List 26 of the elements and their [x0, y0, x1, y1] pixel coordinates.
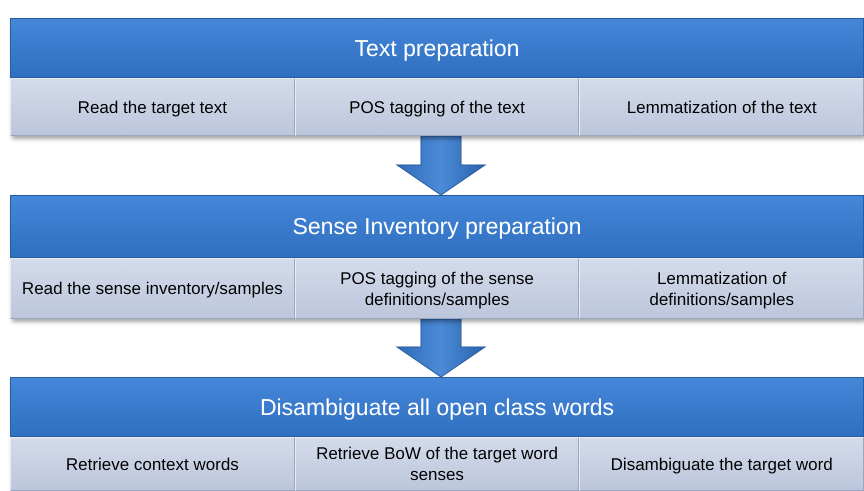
block-arrow — [395, 318, 487, 378]
step-box — [294, 258, 580, 319]
step-text: Retrieve context words — [66, 454, 239, 474]
step-text: Read the target text — [78, 96, 227, 118]
step-box — [579, 78, 864, 136]
stage-panel — [10, 18, 864, 136]
stage-panel — [10, 377, 864, 491]
step-box — [294, 437, 580, 491]
stage-panel — [10, 195, 864, 319]
step-text: Read the sense inventory/samples — [22, 278, 283, 299]
step-text: Lemmatization of definitions/samples — [648, 268, 795, 310]
stage-title: Text preparation — [354, 34, 520, 63]
step-box — [10, 78, 295, 136]
step-box — [10, 437, 295, 491]
step-text: Disambiguate the target word — [610, 454, 833, 474]
step-box — [579, 437, 864, 491]
block-arrow — [395, 136, 487, 196]
step-text: Retrieve BoW of the target word senses — [315, 443, 559, 485]
step-text: Lemmatization of the text — [626, 96, 817, 118]
stage-title: Disambiguate all open class words — [260, 392, 614, 422]
stage-title: Sense Inventory preparation — [292, 212, 582, 242]
step-text: POS tagging of the sense definitions/samples — [339, 268, 535, 310]
step-text: POS tagging of the text — [349, 96, 525, 118]
step-box — [10, 258, 295, 319]
step-box — [294, 78, 580, 136]
step-box — [579, 258, 864, 319]
